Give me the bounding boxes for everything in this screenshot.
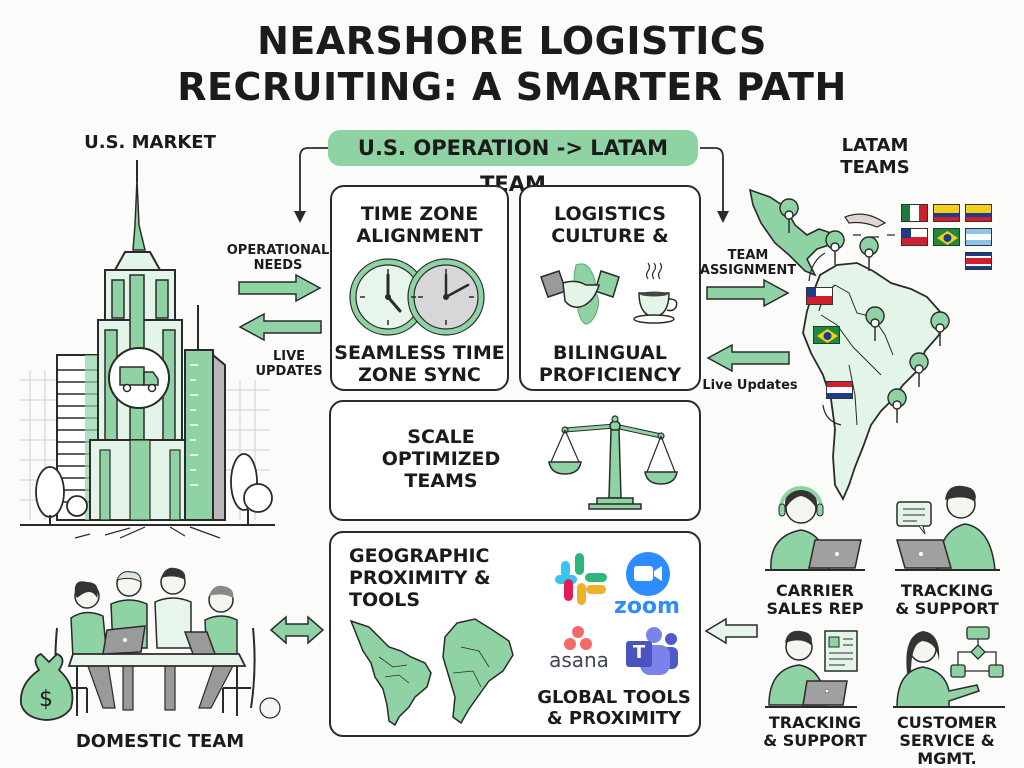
culture-title: LOGISTICS CULTURE & <box>551 203 669 247</box>
money-bag-icon: $ <box>19 652 74 721</box>
truck-icon <box>119 366 159 393</box>
flowchart-icon <box>950 626 1004 678</box>
role-customer-service: CUSTOMER SERVICE & MGMT. <box>897 713 997 768</box>
svg-text:$: $ <box>39 687 53 712</box>
asana-wordmark: asana <box>549 648 609 672</box>
latam-map-icon <box>748 188 950 502</box>
role-tracking-support-2: TRACKING & SUPPORT <box>763 713 867 750</box>
arrow-left-icon <box>238 312 322 342</box>
live-updates-right-label: Live Updates <box>702 378 798 393</box>
clocks-icon <box>349 258 485 336</box>
panel-scale: SCALE OPTIMIZED TEAMS <box>329 400 701 521</box>
double-arrow-icon <box>269 615 325 645</box>
zoom-logo-icon[interactable] <box>620 551 676 597</box>
arrow-left-icon <box>706 343 790 373</box>
chat-bubble-icon <box>896 501 932 527</box>
slack-logo-icon[interactable] <box>553 551 608 606</box>
title-line-2: RECRUITING: A SMARTER PATH <box>177 65 847 109</box>
role-tracking-support-1: TRACKING & SUPPORT <box>895 581 999 618</box>
flag-brazil <box>933 228 960 246</box>
latam-maps-icon <box>349 618 514 727</box>
flag-paraguay-callout <box>826 381 853 399</box>
title-line-1: NEARSHORE LOGISTICS <box>257 19 767 63</box>
asana-logo-icon[interactable] <box>563 625 593 651</box>
panel-geo-tools: GEOGRAPHIC PROXIMITY & TOOLS zoom asana … <box>329 531 701 737</box>
balance-scale-icon <box>548 415 678 510</box>
page-title: NEARSHORE LOGISTICS RECRUITING: A SMARTE… <box>0 18 1024 110</box>
zoom-wordmark: zoom <box>614 594 680 619</box>
domestic-team-label: DOMESTIC TEAM <box>75 731 245 752</box>
panel-culture: LOGISTICS CULTURE & BILINGUAL PROFICIENC… <box>519 185 701 391</box>
culture-caption: BILINGUAL PROFICIENCY <box>538 342 682 386</box>
flag-colombia <box>933 204 960 222</box>
flag-chile-callout <box>806 287 833 305</box>
skyscraper-city-icon <box>20 160 275 539</box>
arrow-right-icon <box>238 273 322 303</box>
tracking-support-illustration-2 <box>765 630 858 708</box>
flag-argentina <box>965 228 992 246</box>
flag-brazil-callout <box>813 326 840 344</box>
location-pins <box>779 198 950 424</box>
customer-service-illustration <box>893 626 1005 708</box>
flag-chile <box>901 228 928 246</box>
panel-time-zone: TIME ZONE ALIGNMENT SEAMLESS TIME ZONE S… <box>330 185 509 391</box>
teams-logo-icon[interactable] <box>624 627 680 677</box>
tracking-support-illustration <box>895 485 1000 571</box>
handshake-coffee-icon <box>540 262 678 325</box>
geo-caption: GLOBAL TOOLS & PROXIMITY <box>537 687 691 729</box>
domestic-team-illustration: $ <box>19 567 281 721</box>
flow-pill: U.S. OPERATION -> LATAM TEAM <box>328 130 698 196</box>
role-carrier-sales-rep: CARRIER SALES REP <box>766 581 864 618</box>
scale-title: SCALE OPTIMIZED TEAMS <box>381 426 501 492</box>
arrow-right-icon <box>706 278 790 308</box>
us-market-label: U.S. MARKET <box>84 132 216 153</box>
coffee-cup-icon <box>633 262 678 324</box>
teams-letter: T <box>632 642 646 663</box>
flag-mexico <box>901 204 928 222</box>
flag-costa-rica <box>965 252 992 270</box>
live-updates-label: LIVE UPDATES <box>255 349 323 379</box>
latam-teams-label: LATAM TEAMS <box>840 135 910 178</box>
team-assignment-label: TEAM ASSIGNMENT <box>699 248 797 278</box>
flow-connector-lines <box>294 147 729 223</box>
paper-ball-icon <box>259 697 281 719</box>
time-zone-title: TIME ZONE ALIGNMENT <box>356 203 483 247</box>
time-zone-caption: SEAMLESS TIME ZONE SYNC <box>334 342 505 386</box>
geo-title: GEOGRAPHIC PROXIMITY & TOOLS <box>349 545 491 611</box>
flag-ecuador <box>965 204 992 222</box>
operational-needs-label: OPERATIONAL NEEDS <box>226 243 330 273</box>
arrow-left-icon <box>704 617 758 645</box>
carrier-sales-rep-illustration <box>765 486 865 571</box>
